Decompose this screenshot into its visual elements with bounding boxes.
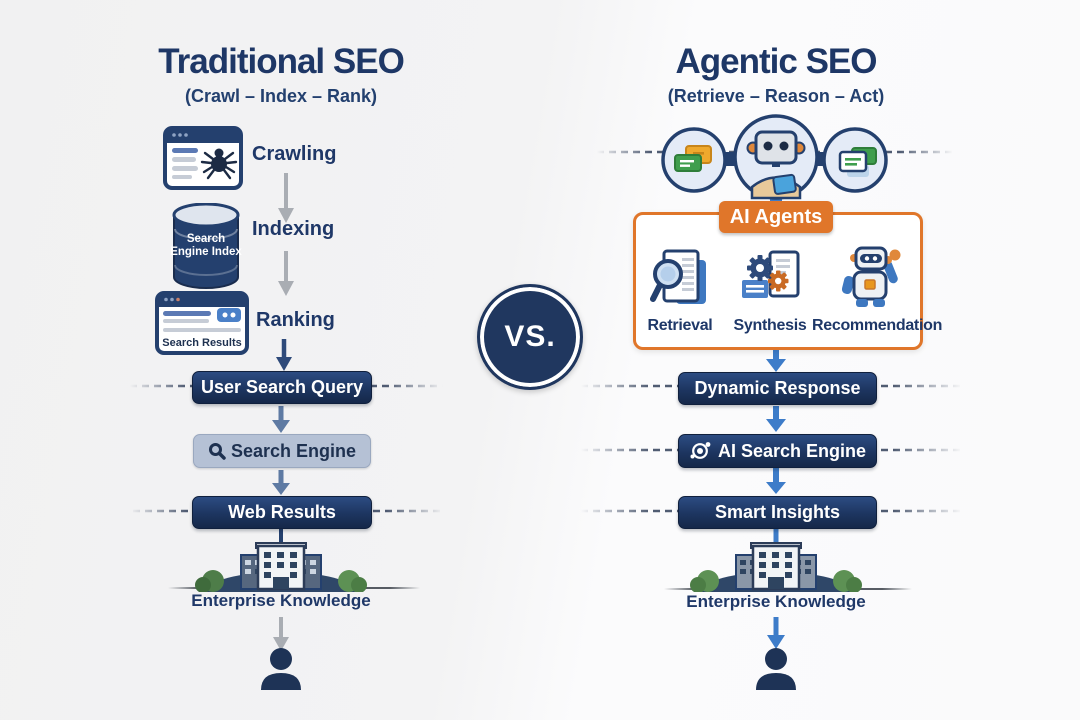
web-results-pill: Web Results bbox=[192, 496, 372, 529]
agentic-seo-title: Agentic SEO bbox=[675, 42, 878, 81]
browser-spider-icon bbox=[163, 126, 243, 195]
agentic-seo-subtitle: (Retrieve – Reason – Act) bbox=[667, 86, 885, 106]
person-icon bbox=[753, 648, 799, 695]
database-label: Search Engine Index bbox=[170, 233, 242, 259]
enterprise-knowledge-label-right: Enterprise Knowledge bbox=[686, 592, 866, 611]
enterprise-building-icon bbox=[681, 537, 871, 610]
magnifier-icon bbox=[208, 443, 226, 460]
traditional-seo-subtitle: (Crawl – Index – Rank) bbox=[184, 86, 378, 106]
step-label-crawling: Crawling bbox=[252, 143, 337, 165]
left-flow-arrows bbox=[272, 173, 294, 651]
user-search-query-pill: User Search Query bbox=[192, 371, 372, 404]
agent-label-synthesis: Synthesis bbox=[733, 317, 807, 334]
vs-label: VS. bbox=[504, 320, 556, 353]
step-label-indexing: Indexing bbox=[252, 218, 335, 240]
magnifier-document-icon bbox=[650, 246, 710, 315]
gears-document-icon bbox=[738, 246, 802, 315]
dynamic-response-pill: Dynamic Response bbox=[678, 372, 877, 405]
step-label-ranking: Ranking bbox=[256, 309, 335, 331]
ai-agents-banner: AI Agents bbox=[719, 201, 833, 233]
vs-badge: VS. bbox=[477, 284, 583, 390]
agent-trio-icons bbox=[656, 113, 896, 214]
robot-icon bbox=[838, 244, 902, 315]
search-engine-pill: Search Engine bbox=[193, 434, 371, 468]
results-window-label: Search Results bbox=[162, 337, 242, 349]
orbit-icon bbox=[690, 442, 711, 459]
smart-insights-pill: Smart Insights bbox=[678, 496, 877, 529]
database-icon: Search Engine Index bbox=[170, 203, 242, 289]
agent-label-recommendation: Recommendation bbox=[812, 317, 943, 334]
search-engine-pill-label: Search Engine bbox=[230, 440, 357, 461]
ai-search-engine-pill-label: AI Search Engine bbox=[717, 440, 867, 461]
search-results-window-icon: Search Results bbox=[155, 291, 249, 355]
ai-search-engine-pill: AI Search Engine bbox=[678, 434, 877, 468]
person-icon bbox=[258, 648, 304, 695]
enterprise-building-icon bbox=[186, 537, 376, 610]
traditional-seo-title: Traditional SEO bbox=[158, 42, 405, 81]
agent-label-retrieval: Retrieval bbox=[647, 317, 713, 334]
enterprise-knowledge-label-left: Enterprise Knowledge bbox=[191, 591, 371, 610]
